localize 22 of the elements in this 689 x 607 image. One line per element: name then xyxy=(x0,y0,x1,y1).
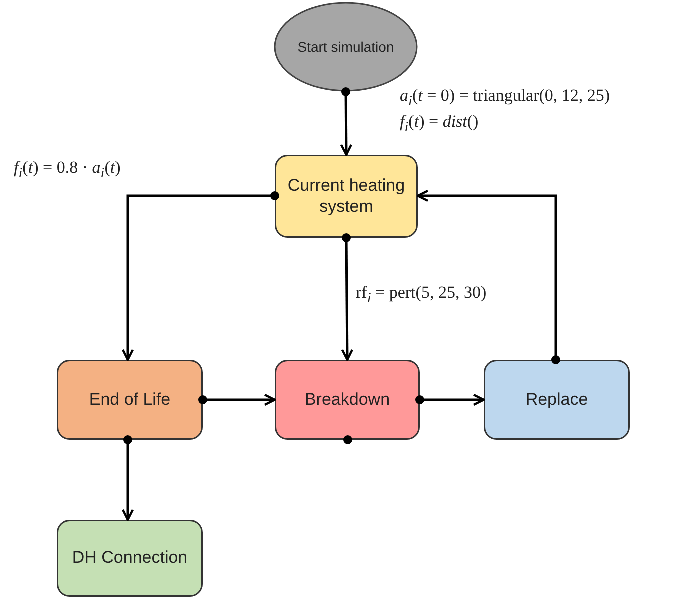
node-label: Current heating system xyxy=(286,176,406,217)
node-label: Start simulation xyxy=(296,38,396,56)
arrow xyxy=(198,394,276,406)
formula-label: rf$_{i}$ = pert(5, 25, 30) xyxy=(356,283,487,308)
formula-label: f$_{i}$(t) = 0.8 · a$_{i}$(t) xyxy=(14,158,121,182)
arrow xyxy=(122,192,280,362)
process-box xyxy=(275,155,418,238)
node-label: End of Life xyxy=(88,390,172,410)
arrow xyxy=(122,436,134,522)
process-box xyxy=(57,520,203,597)
arrow xyxy=(416,394,486,406)
process-box xyxy=(484,360,630,440)
node-label: DH Connection xyxy=(71,548,189,569)
node-label: Replace xyxy=(524,390,590,410)
process-box xyxy=(57,360,203,440)
process-box xyxy=(275,360,420,440)
formula-label: a$_{i}$(t = 0) = triangular(0, 12, 25) xyxy=(400,86,610,110)
node-label: Breakdown xyxy=(304,390,392,410)
arrow xyxy=(341,234,354,362)
arrow xyxy=(340,88,353,156)
formula-label: f$_{i}$(t) = dist() xyxy=(400,112,479,136)
arrow xyxy=(416,190,560,364)
